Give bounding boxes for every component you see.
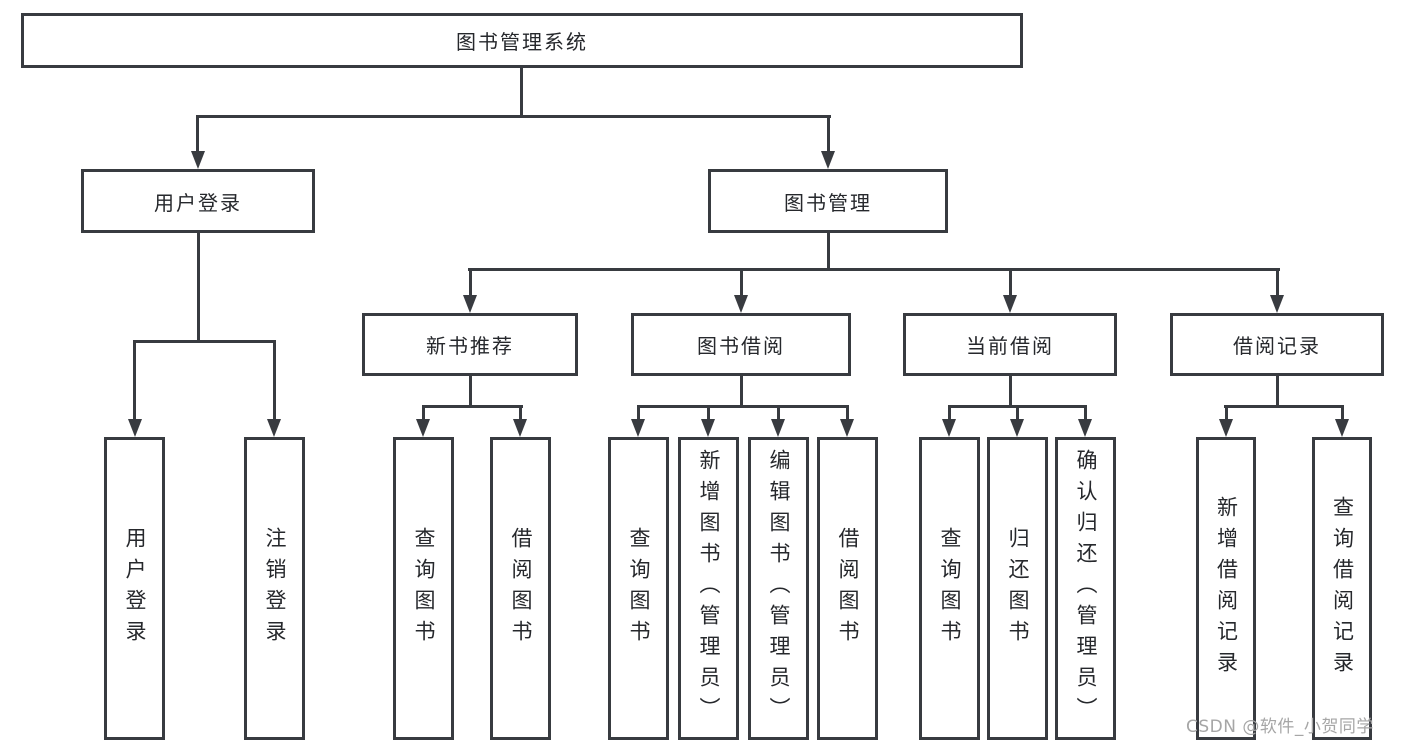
leaf-label: 查询图书: [938, 526, 962, 651]
connector-arrow-stem: [1016, 405, 1019, 421]
connector-borrow-records-hline: [1224, 405, 1343, 408]
arrowhead-down-icon: [1219, 419, 1233, 437]
connector-new-book-hline: [422, 405, 523, 408]
arrowhead-down-icon: [821, 151, 835, 169]
connector-root-hline: [196, 115, 831, 118]
leaf-query-books-recommend: 查询图书: [393, 437, 454, 740]
connector-arrow-stem: [133, 340, 136, 420]
node-new-book-recommend: 新书推荐: [362, 313, 578, 376]
arrowhead-down-icon: [1335, 419, 1349, 437]
leaf-borrow-books: 借阅图书: [817, 437, 878, 740]
connector-arrow-stem: [948, 405, 951, 421]
connector-arrow-stem: [519, 405, 522, 421]
leaf-label: 用户登录: [123, 526, 147, 651]
node-label: 借阅记录: [1233, 334, 1321, 358]
connector-arrow-stem: [740, 268, 743, 296]
leaf-label: 确认归还（管理员）: [1074, 449, 1098, 728]
connector-arrow-stem: [1341, 405, 1344, 421]
arrowhead-down-icon: [267, 419, 281, 437]
connector-arrow-stem: [1084, 405, 1087, 421]
csdn-watermark: CSDN @软件_小贺同学: [1186, 717, 1374, 737]
arrowhead-down-icon: [840, 419, 854, 437]
node-label: 新书推荐: [426, 334, 514, 358]
connector-book-borrow-hline: [637, 405, 849, 408]
leaf-confirm-return-admin: 确认归还（管理员）: [1055, 437, 1116, 740]
arrowhead-down-icon: [942, 419, 956, 437]
connector-arrow-stem: [1276, 268, 1279, 296]
leaf-label: 查询图书: [627, 526, 651, 651]
leaf-logout: 注销登录: [244, 437, 305, 740]
leaf-query-borrow-record: 查询借阅记录: [1312, 437, 1372, 740]
leaf-label: 编辑图书（管理员）: [767, 449, 791, 728]
leaf-query-books-borrow: 查询图书: [608, 437, 669, 740]
connector-arrow-stem: [1009, 268, 1012, 296]
leaf-label: 新增图书（管理员）: [697, 449, 721, 728]
arrowhead-down-icon: [191, 151, 205, 169]
node-label: 图书借阅: [697, 334, 785, 358]
connector-user-login-stem: [197, 233, 200, 343]
leaf-label: 归还图书: [1006, 526, 1030, 651]
leaf-label: 查询借阅记录: [1330, 495, 1355, 682]
connector-book-mgmt-stem: [827, 233, 830, 271]
connector-new-book-stem: [469, 376, 472, 408]
connector-current-borrow-stem: [1009, 376, 1012, 408]
connector-book-borrow-stem: [740, 376, 743, 408]
arrowhead-down-icon: [701, 419, 715, 437]
leaf-user-login: 用户登录: [104, 437, 165, 740]
node-current-borrow: 当前借阅: [903, 313, 1117, 376]
node-label: 图书管理: [784, 190, 872, 215]
node-label: 图书管理系统: [456, 30, 588, 54]
connector-arrow-stem: [637, 405, 640, 421]
arrowhead-down-icon: [416, 419, 430, 437]
node-borrow-records: 借阅记录: [1170, 313, 1384, 376]
arrowhead-down-icon: [771, 419, 785, 437]
leaf-borrow-books-recommend: 借阅图书: [490, 437, 551, 740]
connector-arrow-stem: [196, 115, 199, 152]
leaf-query-books-current: 查询图书: [919, 437, 980, 740]
connector-arrow-stem: [777, 405, 780, 421]
leaf-label: 新增借阅记录: [1214, 495, 1239, 682]
node-label: 当前借阅: [966, 334, 1054, 358]
leaf-edit-books-admin: 编辑图书（管理员）: [748, 437, 809, 740]
connector-arrow-stem: [707, 405, 710, 421]
leaf-return-books: 归还图书: [987, 437, 1048, 740]
node-root-library-system: 图书管理系统: [21, 13, 1023, 68]
leaf-add-borrow-record: 新增借阅记录: [1196, 437, 1256, 740]
arrowhead-down-icon: [734, 295, 748, 313]
node-user-login: 用户登录: [81, 169, 315, 233]
connector-arrow-stem: [827, 115, 830, 152]
connector-arrow-stem: [273, 340, 276, 420]
connector-arrow-stem: [1225, 405, 1228, 421]
connector-borrow-records-stem: [1276, 376, 1279, 408]
connector-root-stem: [520, 68, 523, 118]
arrowhead-down-icon: [1003, 295, 1017, 313]
connector-book-mgmt-hline: [468, 268, 1280, 271]
arrowhead-down-icon: [631, 419, 645, 437]
connector-arrow-stem: [469, 268, 472, 296]
leaf-label: 查询图书: [412, 526, 436, 651]
leaf-label: 注销登录: [263, 526, 287, 651]
connector-arrow-stem: [422, 405, 425, 421]
arrowhead-down-icon: [128, 419, 142, 437]
node-book-borrow: 图书借阅: [631, 313, 851, 376]
connector-user-login-hline: [133, 340, 276, 343]
arrowhead-down-icon: [463, 295, 477, 313]
leaf-label: 借阅图书: [509, 526, 533, 651]
node-book-management: 图书管理: [708, 169, 948, 233]
arrowhead-down-icon: [1010, 419, 1024, 437]
node-label: 用户登录: [154, 190, 242, 215]
arrowhead-down-icon: [1270, 295, 1284, 313]
leaf-label: 借阅图书: [836, 526, 860, 651]
arrowhead-down-icon: [1078, 419, 1092, 437]
arrowhead-down-icon: [513, 419, 527, 437]
connector-arrow-stem: [846, 405, 849, 421]
leaf-add-books-admin: 新增图书（管理员）: [678, 437, 739, 740]
